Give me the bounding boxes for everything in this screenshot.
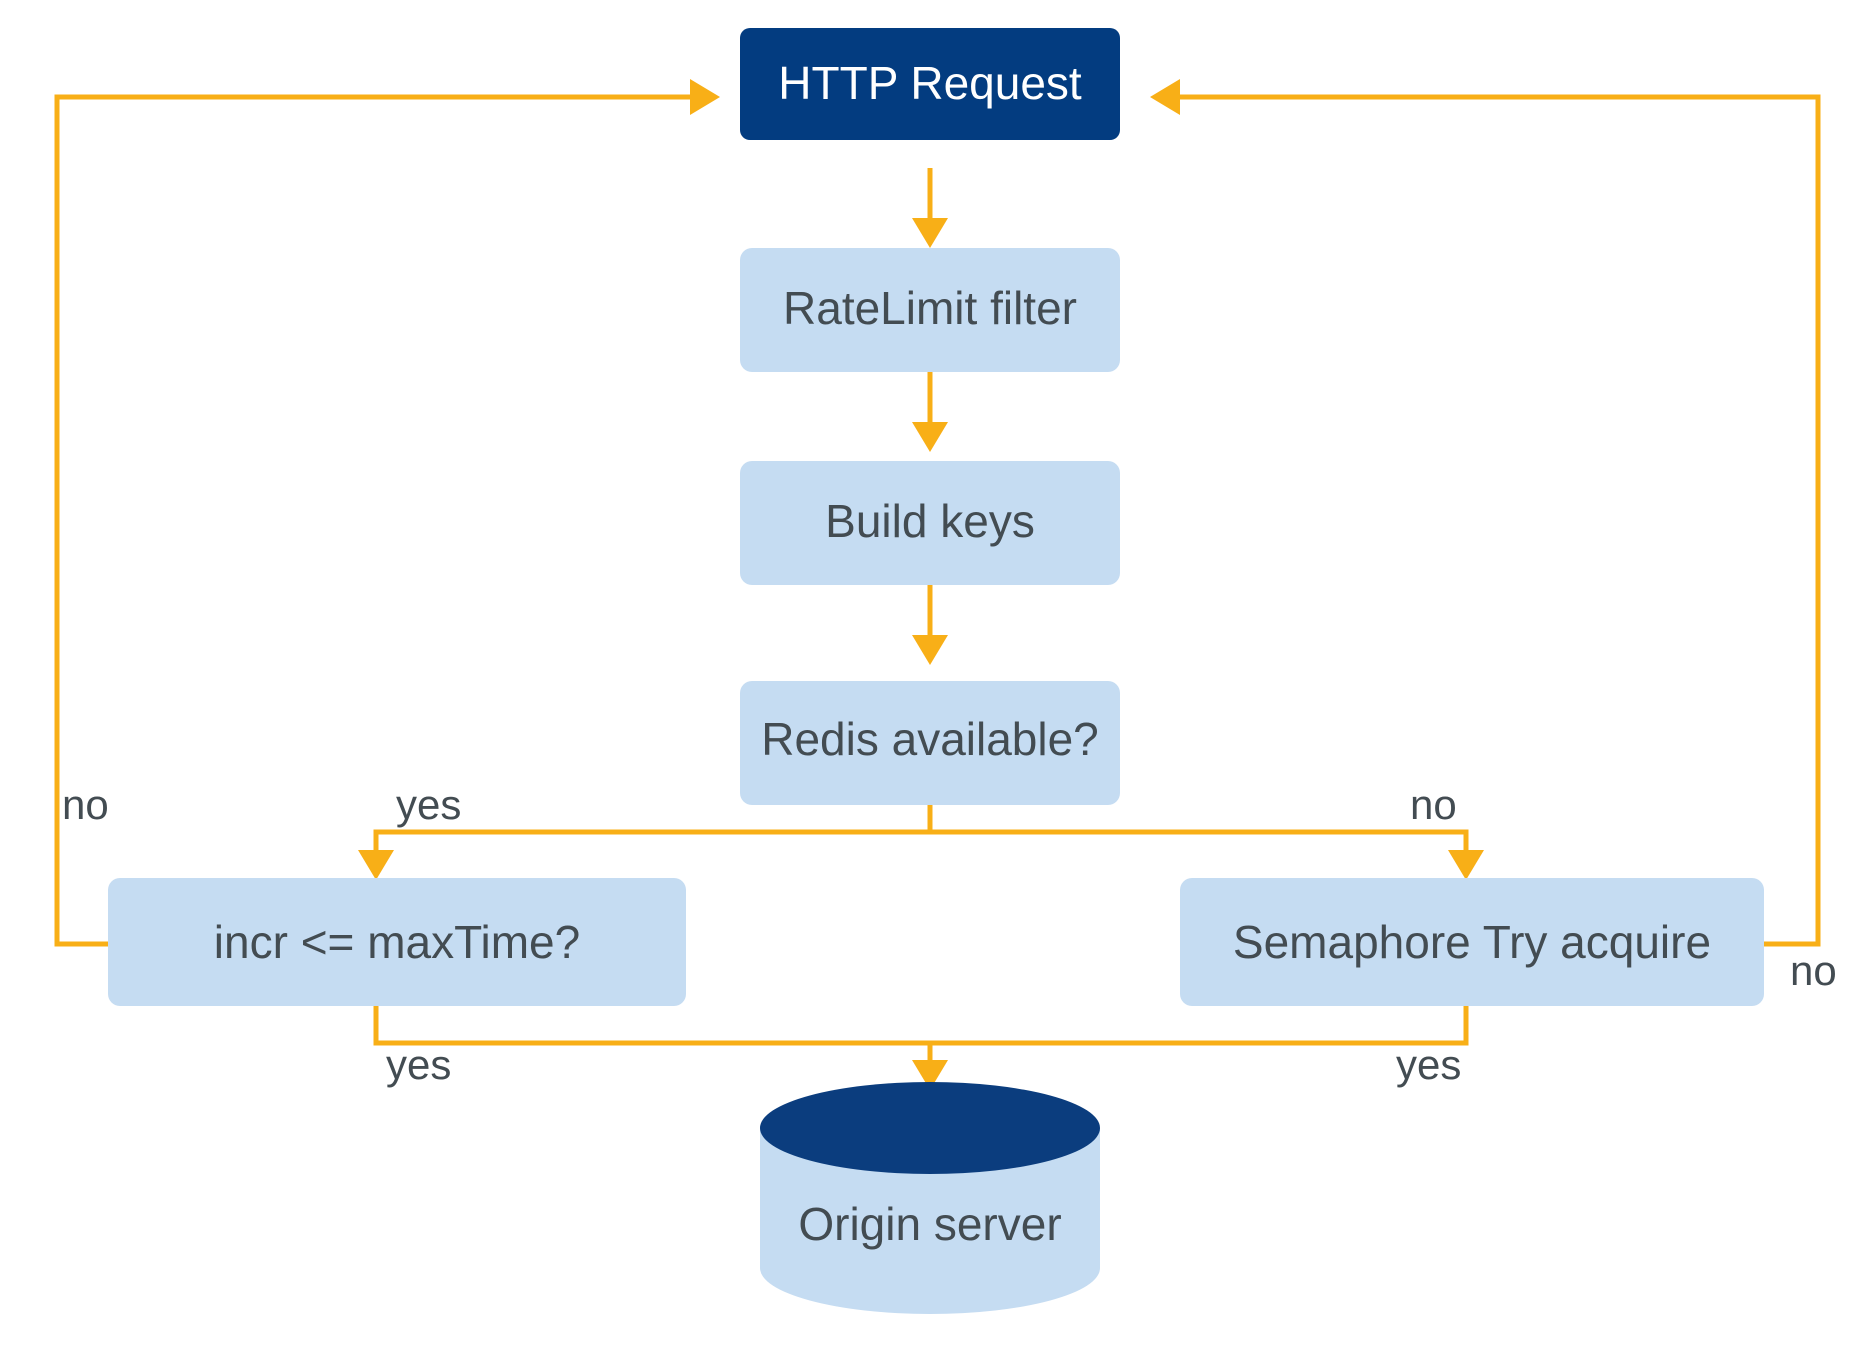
edge-label-semaphore-yes: yes [1396,1041,1461,1088]
node-origin-server-label: Origin server [798,1198,1061,1250]
node-ratelimit-filter[interactable]: RateLimit filter [740,248,1120,372]
node-incr-maxtime[interactable]: incr <= maxTime? [108,878,686,1006]
node-origin-server-top [760,1082,1100,1174]
node-semaphore-try-acquire-shape [1180,878,1764,1006]
edge-incr-yes-to-origin [373,1006,933,1070]
node-origin-server[interactable]: Origin server [760,1082,1100,1314]
node-http-request-shape [740,28,1120,140]
node-semaphore-try-acquire[interactable]: Semaphore Try acquire [1180,878,1764,1006]
arrowhead-icon-http-request-right [1150,79,1180,115]
node-incr-maxtime-shape [108,878,686,1006]
edge-label-redis-no: no [1410,781,1457,828]
edge-incr-no-to-http-request [54,94,700,947]
edge-label-incr-yes: yes [386,1041,451,1088]
node-build-keys[interactable]: Build keys [740,461,1120,585]
node-build-keys-label: Build keys [825,495,1035,547]
edge-label-incr-no: no [62,781,109,828]
arrowhead-icon-to-origin-left [912,1060,948,1090]
edge-label-layer: no yes no no yes yes [62,781,1837,1088]
node-http-request[interactable]: HTTP Request [740,28,1120,140]
node-redis-available-label: Redis available? [761,713,1099,765]
arrowhead-icon-http-request-left [690,79,720,115]
arrowhead-icon-to-semaphore [1448,850,1484,880]
node-redis-available-shape [740,681,1120,805]
node-incr-maxtime-label: incr <= maxTime? [214,916,580,968]
node-ratelimit-filter-shape [740,248,1120,372]
arrowhead-icon-to-redis [912,635,948,665]
arrowhead-icon-to-incr [358,850,394,880]
node-ratelimit-filter-label: RateLimit filter [783,282,1077,334]
edge-semaphore-no-to-http-request [1170,94,1821,947]
node-http-request-label: HTTP Request [778,57,1082,109]
arrowhead-icon-to-ratelimit [912,218,948,248]
node-redis-available[interactable]: Redis available? [740,681,1120,805]
edge-semaphore-yes-to-origin [927,1006,1469,1070]
edge-label-semaphore-no: no [1790,947,1837,994]
node-origin-server-body [760,1128,1100,1314]
edge-redis-no-to-semaphore [930,829,1469,860]
edge-redis-yes-to-incr [373,829,930,860]
node-build-keys-shape [740,461,1120,585]
node-semaphore-try-acquire-label: Semaphore Try acquire [1233,916,1711,968]
arrowhead-icon-to-build-keys [912,422,948,452]
edge-label-redis-yes: yes [396,781,461,828]
